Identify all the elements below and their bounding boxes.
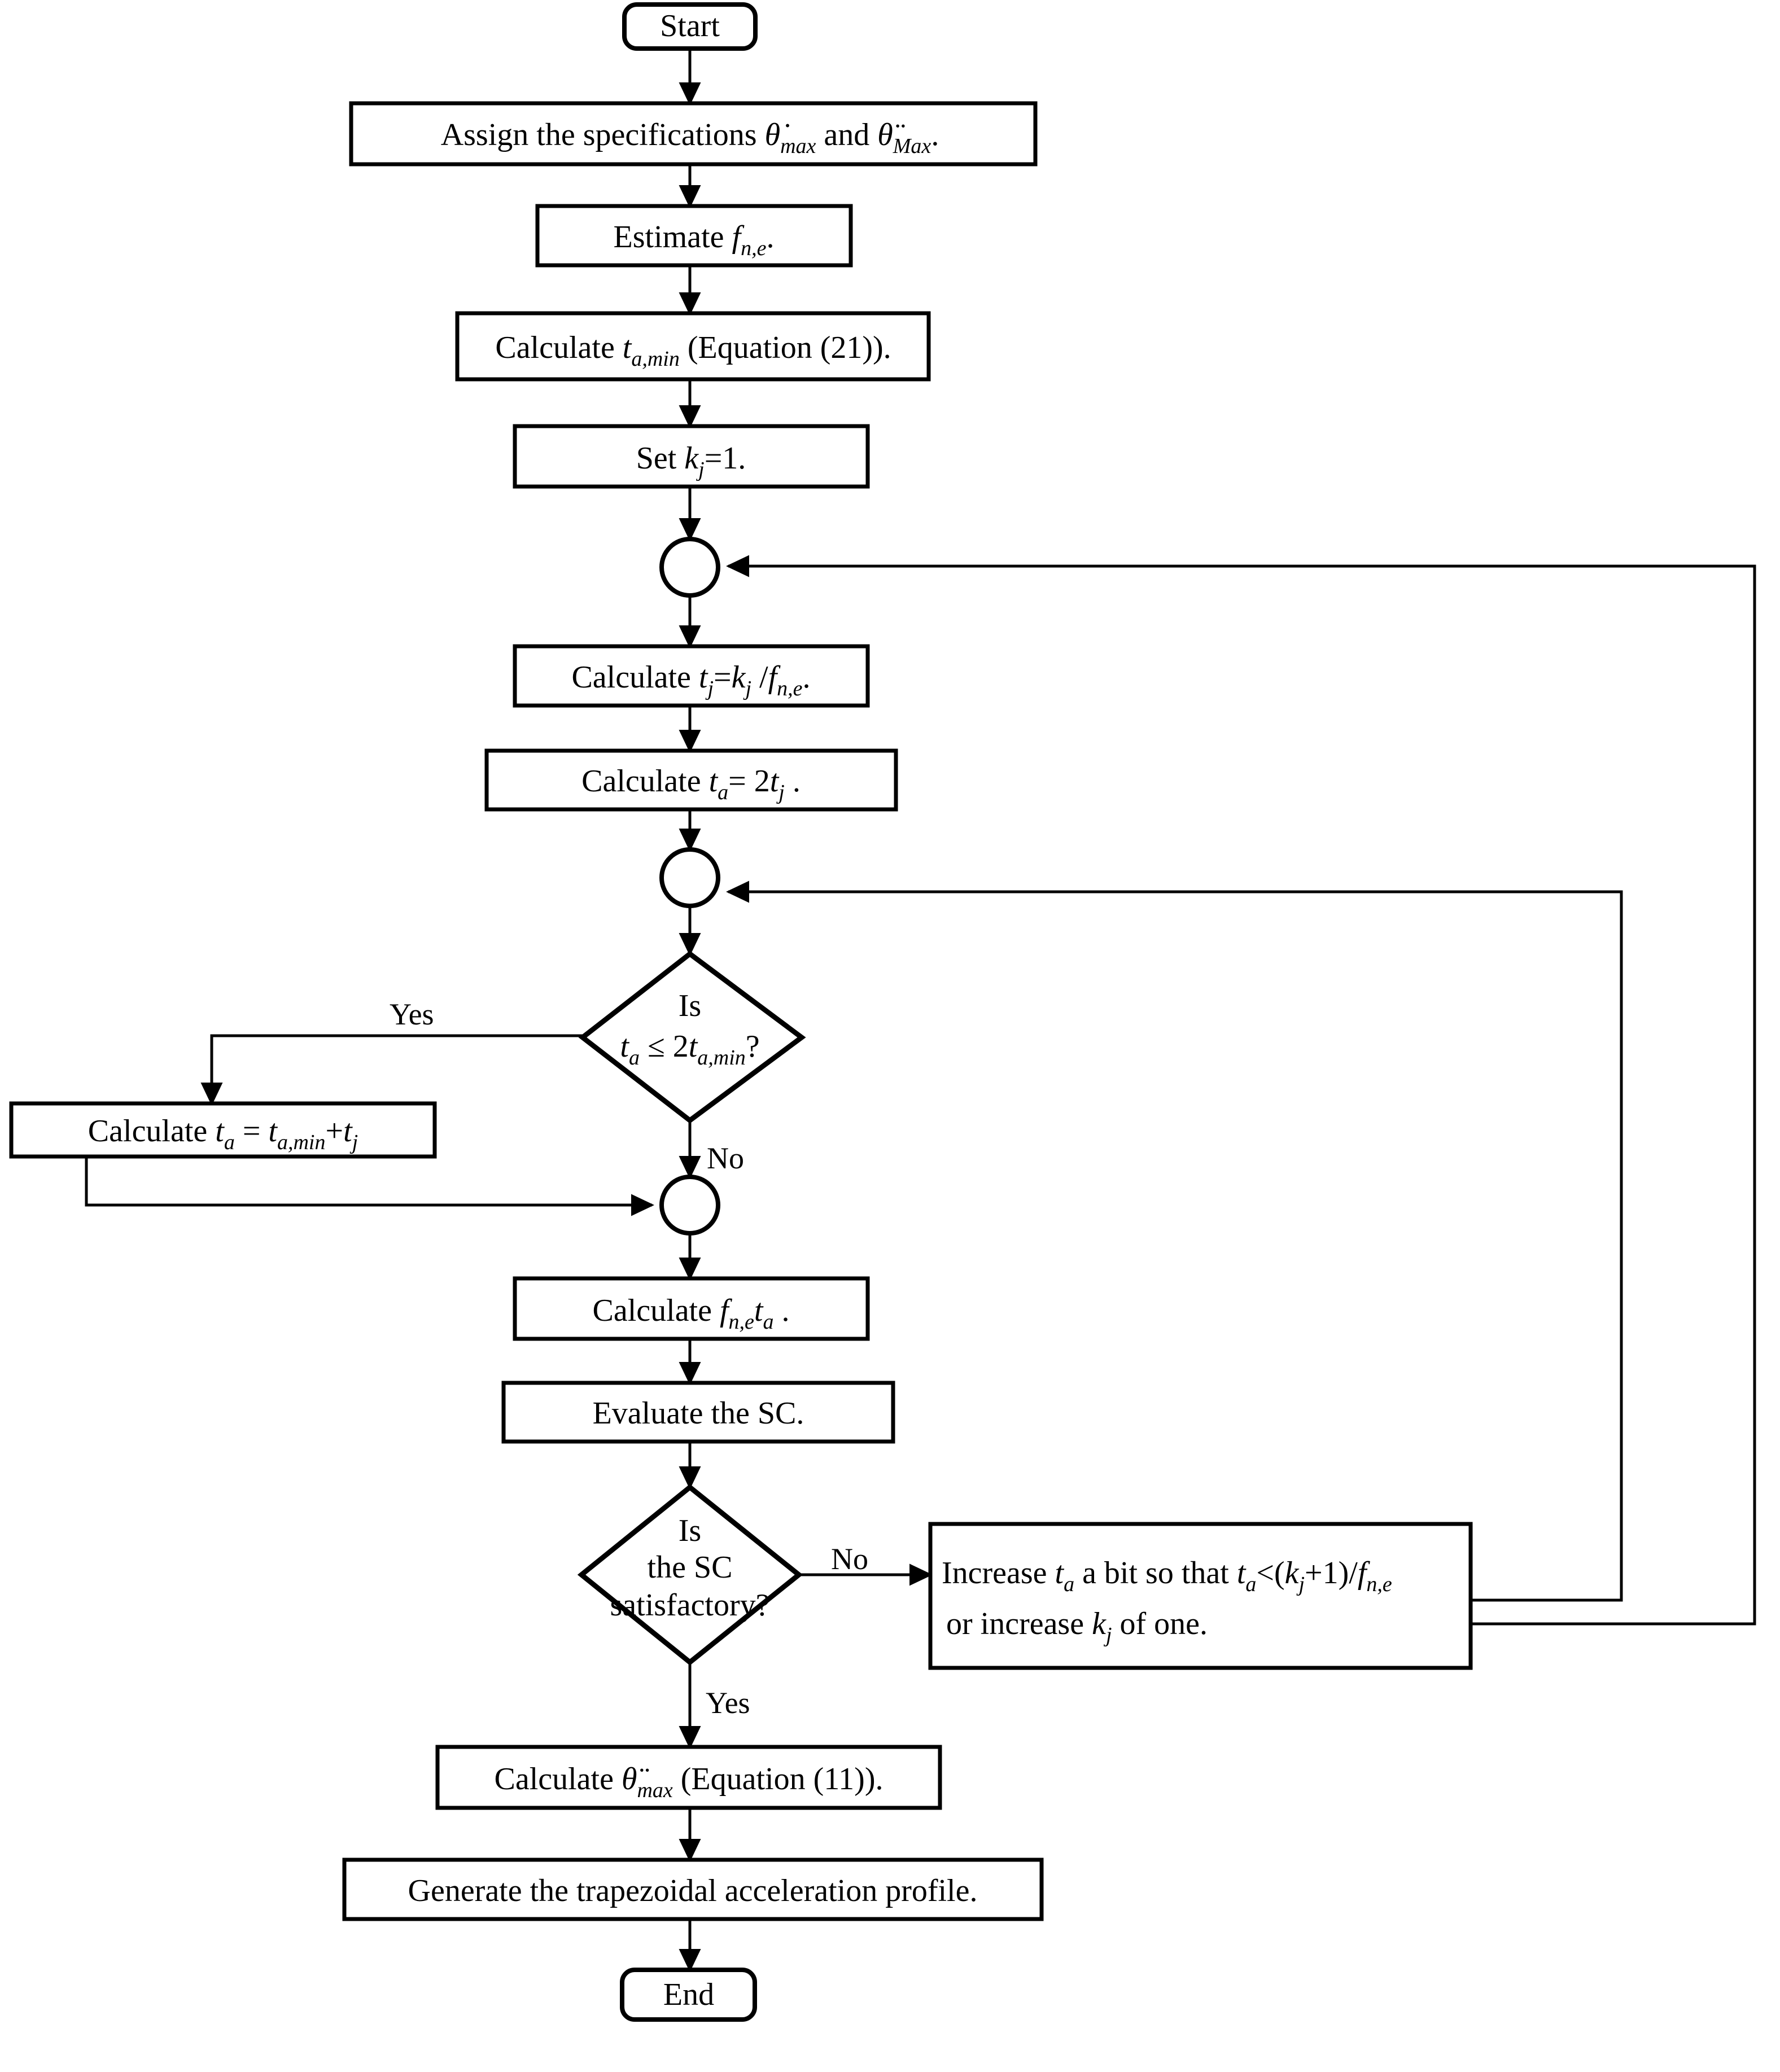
increase-box-shape bbox=[928, 1522, 1473, 1670]
calc-ta-alt-text: Calculate ta = ta,min+tj bbox=[88, 1114, 358, 1154]
calc-ta-box-shape bbox=[484, 748, 898, 812]
node-calculate-tamin[interactable]: Calculate ta,min (Equation (21)). bbox=[455, 311, 931, 382]
assign-box-shape bbox=[349, 101, 1038, 167]
node-connector-c[interactable] bbox=[659, 1175, 720, 1236]
calc-fnta-box-shape bbox=[513, 1276, 870, 1341]
start-label: Start bbox=[660, 8, 720, 43]
estimate-box-shape bbox=[535, 204, 853, 268]
start-terminator-shape bbox=[622, 2, 758, 51]
node-evaluate-sc[interactable]: Evaluate the SC. bbox=[501, 1381, 895, 1444]
calc-tamin-text: Calculate ta,min (Equation (21)). bbox=[495, 330, 891, 371]
node-assign-specifications[interactable]: Assign the specifications θ̇max and θ̈Ma… bbox=[349, 101, 1038, 167]
connector-c-shape bbox=[659, 1175, 720, 1236]
node-connector-a[interactable] bbox=[659, 537, 720, 598]
node-calculate-fne-ta[interactable]: Calculate fn,eta . bbox=[513, 1276, 870, 1341]
eval-sc-box-shape bbox=[501, 1381, 895, 1444]
node-set-kj[interactable]: Set kj=1. bbox=[513, 424, 870, 489]
node-calculate-ta-alt[interactable]: Calculate ta = ta,min+tj bbox=[9, 1101, 437, 1159]
edge-calctaalt-connc bbox=[85, 1157, 654, 1216]
decision-sc-line1: Is bbox=[679, 1513, 701, 1548]
edges bbox=[85, 48, 1756, 1972]
edge-label-yes-ta: Yes bbox=[390, 997, 434, 1031]
calc-thetamax-box-shape bbox=[435, 1745, 942, 1810]
node-decision-sc[interactable]: Is the SC satisfactory? bbox=[577, 1484, 803, 1666]
edge-label-no-ta: No bbox=[707, 1141, 744, 1175]
connector-a-shape bbox=[659, 537, 720, 598]
decision-sc-shape bbox=[577, 1484, 803, 1666]
generate-box-shape bbox=[342, 1858, 1044, 1921]
assign-text: Assign the specifications θ̇max and θ̈Ma… bbox=[441, 117, 939, 158]
connector-b-shape bbox=[659, 847, 720, 908]
eval-sc-text: Evaluate the SC. bbox=[593, 1396, 804, 1431]
calc-thetamax-text: Calculate θ̈max (Equation (11)). bbox=[495, 1762, 884, 1802]
calc-tj-text: Calculate tj=kj /fn,e. bbox=[571, 660, 810, 700]
edge-label-yes-sc: Yes bbox=[706, 1686, 750, 1720]
node-generate-profile[interactable]: Generate the trapezoidal acceleration pr… bbox=[342, 1858, 1044, 1921]
generate-text: Generate the trapezoidal acceleration pr… bbox=[408, 1873, 978, 1908]
calc-ta-alt-box-shape bbox=[9, 1101, 437, 1159]
estimate-text: Estimate fn,e. bbox=[614, 220, 775, 260]
decision-ta-line2: ta ≤ 2ta,min? bbox=[620, 1029, 759, 1070]
node-calculate-tj[interactable]: Calculate tj=kj /fn,e. bbox=[513, 644, 870, 708]
edge-feedback-conna bbox=[726, 555, 1756, 1626]
decision-sc-line2: the SC bbox=[648, 1550, 733, 1585]
increase-text-line2: or increase kj of one. bbox=[946, 1606, 1208, 1647]
decision-ta-shape bbox=[578, 950, 806, 1124]
edge-feedback-connb bbox=[726, 881, 1623, 1602]
calc-fnta-text: Calculate fn,eta . bbox=[593, 1293, 790, 1334]
end-label: End bbox=[663, 1977, 714, 2012]
node-estimate-fne[interactable]: Estimate fn,e. bbox=[535, 204, 853, 268]
node-end[interactable]: End bbox=[620, 1968, 757, 2022]
node-connector-b[interactable] bbox=[659, 847, 720, 908]
node-decision-ta[interactable]: Is ta ≤ 2ta,min? bbox=[578, 950, 806, 1124]
node-calculate-ta[interactable]: Calculate ta= 2tj . bbox=[484, 748, 898, 812]
decision-ta-line1: Is bbox=[679, 988, 701, 1023]
node-start[interactable]: Start bbox=[622, 2, 758, 51]
set-kj-box-shape bbox=[513, 424, 870, 489]
calc-tamin-box-shape bbox=[455, 311, 931, 382]
increase-text-line1: Increase ta a bit so that ta<(kj+1)/fn,e bbox=[942, 1556, 1392, 1596]
decision-sc-line3: satisfactory? bbox=[610, 1588, 770, 1623]
node-calculate-thetamax[interactable]: Calculate θ̈max (Equation (11)). bbox=[435, 1745, 942, 1810]
calc-tj-box-shape bbox=[513, 644, 870, 708]
set-kj-text: Set kj=1. bbox=[636, 441, 746, 481]
calc-ta-text: Calculate ta= 2tj . bbox=[581, 764, 801, 804]
node-increase-ta[interactable]: Increase ta a bit so that ta<(kj+1)/fn,e… bbox=[928, 1522, 1473, 1670]
end-terminator-shape bbox=[620, 1968, 757, 2022]
edge-label-no-sc: No bbox=[831, 1542, 868, 1576]
edge-decta-yes bbox=[200, 1034, 583, 1106]
